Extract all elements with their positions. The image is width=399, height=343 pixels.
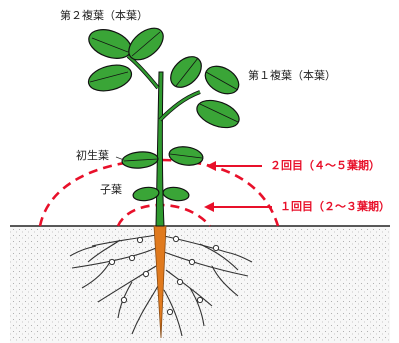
- first-compound-leaf: [170, 56, 240, 129]
- label-second-application: ２回目（４～５葉期）: [270, 159, 380, 172]
- roots: [69, 234, 253, 337]
- label-first-compound-leaf: 第１複葉（本葉）: [248, 69, 336, 82]
- soil: [10, 226, 390, 343]
- second-application-arrow: [206, 161, 262, 171]
- main-stem: [155, 71, 165, 227]
- first-application-arrow: [204, 202, 272, 212]
- root-nodules: [108, 235, 220, 316]
- cotyledons: [132, 186, 190, 202]
- label-second-compound-leaf: 第２複葉（本葉）: [60, 9, 148, 22]
- label-primary-leaf: 初生葉: [76, 149, 109, 162]
- primary-leaf-pointer: [115, 156, 125, 161]
- label-first-application: １回目（２～３葉期）: [280, 200, 390, 213]
- second-application-arc: [38, 158, 280, 227]
- label-cotyledon: 子葉: [100, 183, 122, 196]
